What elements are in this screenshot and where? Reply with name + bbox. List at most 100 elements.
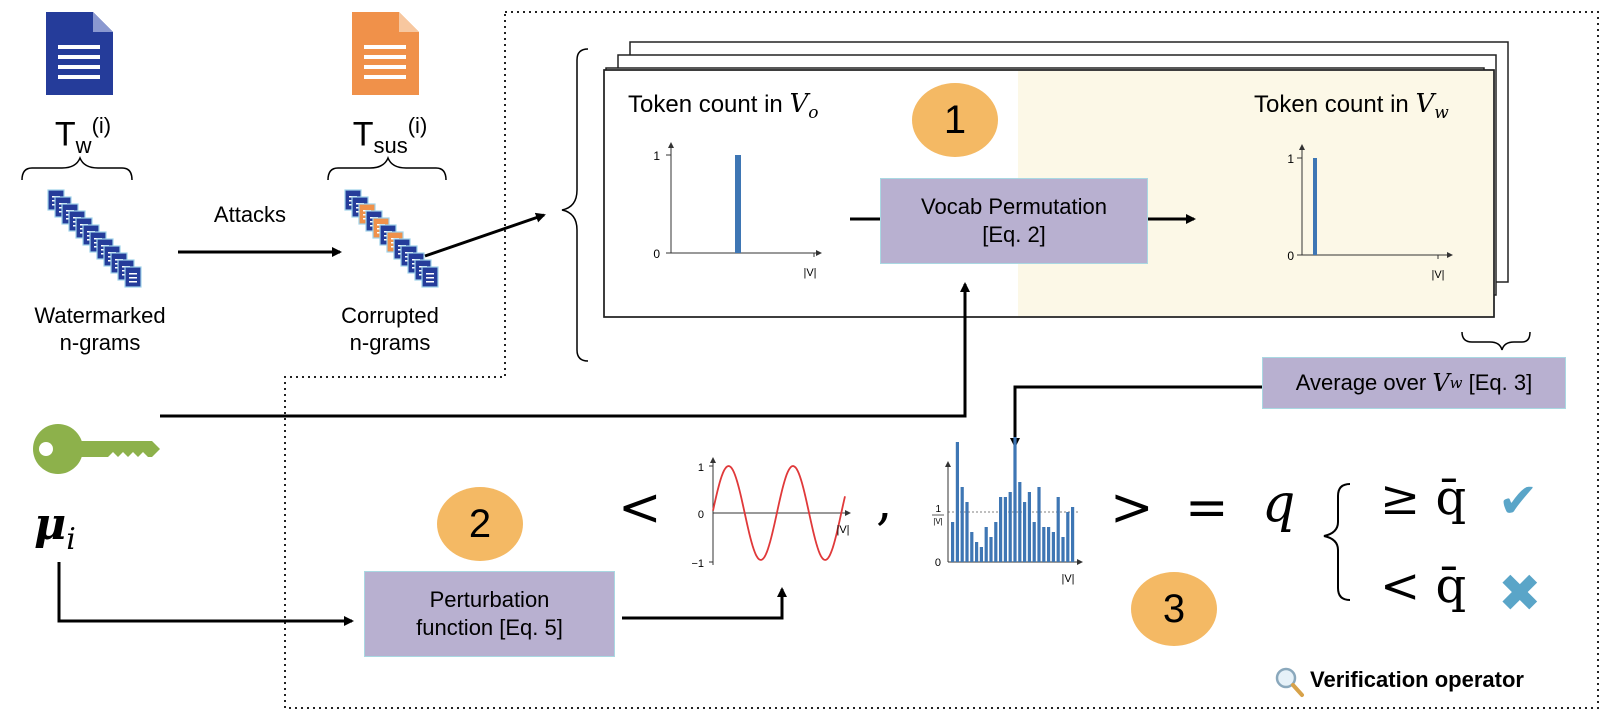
hist-xlabel: |V| [1061, 573, 1074, 585]
mu-subscript: i [66, 521, 76, 557]
hist-bar [1023, 502, 1027, 562]
average-over-text: Average over [1295, 370, 1433, 395]
inner-product-comma: , [876, 472, 893, 532]
vo-ytick-1: 1 [653, 149, 660, 163]
tsus-subscript: sus [373, 133, 408, 159]
brace-tw [21, 155, 133, 181]
ngram-doc-line [129, 277, 137, 279]
hist-bar [1018, 482, 1022, 562]
token-count-vw-title: Token count in Vw [1254, 89, 1494, 128]
hist-bar [1071, 507, 1075, 562]
ngram-doc-line [426, 281, 434, 283]
vocab-permutation-line2: [Eq. 2] [982, 222, 1046, 247]
hist-bar [1061, 537, 1065, 562]
vw-xlabel: |V| [1431, 269, 1444, 281]
vo-subscript: o [808, 102, 819, 123]
token-count-vo-title: Token count in Vo [628, 89, 868, 128]
watermarked-document-icon [46, 12, 113, 95]
magnifier-icon [1275, 667, 1304, 697]
step-1-badge: 1 [912, 83, 998, 157]
verification-region-border [284, 11, 1599, 709]
hist-bar [999, 497, 1003, 562]
hist-bar [960, 487, 964, 562]
inner-product-open: < [618, 478, 662, 538]
accept-check-icon: ✔ [1498, 475, 1539, 528]
sine-ytick-0: 0 [698, 509, 704, 521]
hist-bar [1008, 492, 1012, 562]
mu-i-label: μi [34, 500, 76, 565]
average-eq-text: [Eq. 3] [1462, 370, 1533, 395]
mu-symbol: μ [34, 499, 67, 550]
equals-sign: = [1185, 478, 1229, 538]
ngram-doc-line [426, 273, 434, 275]
watermarked-ngrams-label: Watermarked n-grams [10, 302, 190, 356]
key-to-permutation-arrow [160, 282, 970, 418]
token-count-vw-text: Token count in [1254, 91, 1416, 118]
hist-bar [975, 542, 979, 562]
hist-bar [1042, 527, 1046, 562]
ngram-doc-line [129, 281, 137, 283]
hist-bar [984, 527, 988, 562]
average-vw-subscript: w [1449, 374, 1463, 392]
hist-bar [1047, 527, 1051, 562]
brace-panel-stack [1461, 331, 1531, 351]
watermarked-line1: Watermarked [34, 303, 166, 328]
hist-bar [970, 532, 974, 562]
tsus-superscript: (i) [407, 113, 428, 138]
hist-ytick-v: |V| [933, 517, 943, 526]
hist-bar [1027, 492, 1031, 562]
hist-bar [979, 547, 983, 562]
corrupted-ngram-stack [344, 189, 439, 288]
hist-ytick-1: 1 [935, 504, 941, 515]
vw-histogram: 1 0 |V| [1287, 144, 1453, 281]
step-3-badge: 3 [1131, 572, 1217, 646]
hist-bar [1032, 522, 1036, 562]
mu-to-perturbation-arrow [57, 562, 354, 626]
hist-bar [1056, 497, 1060, 562]
geq-qbar-condition: ≥ q̄ [1380, 470, 1467, 526]
tw-base: T [54, 115, 76, 154]
hist-bar [955, 442, 959, 562]
vocab-permutation-line1: Vocab Permutation [921, 194, 1107, 219]
reject-cross-icon: ✖ [1498, 565, 1542, 623]
panel-front-outline [603, 69, 1495, 318]
secret-key-icon [33, 424, 160, 474]
panel-left-brace [561, 48, 589, 362]
perturbation-function-box: Perturbation function [Eq. 5] [364, 571, 615, 657]
hist-bar [1003, 497, 1007, 562]
perturbation-line2: function [Eq. 5] [416, 615, 563, 640]
hist-bar [1051, 532, 1055, 562]
watermarked-ngram-stack [47, 189, 142, 288]
ngram-doc-line [426, 277, 434, 279]
hist-ytick-0: 0 [935, 557, 941, 569]
sine-xlabel: |V| [836, 524, 849, 536]
vo-histogram: 1 0 |V| [653, 142, 822, 279]
vw-ytick-1: 1 [1287, 152, 1294, 166]
hist-bar [1037, 487, 1041, 562]
tw-subscript: w [75, 133, 92, 159]
hist-bar [1013, 437, 1017, 562]
hist-bar [951, 522, 955, 562]
averaged-histogram-plot: 1 |V| 0 |V| [932, 437, 1083, 585]
verification-operator-label: Verification operator [1310, 667, 1524, 692]
vo-xlabel: |V| [803, 267, 816, 279]
brace-tsus [327, 155, 447, 181]
vo-bar [735, 155, 741, 253]
vo-variable: V [789, 89, 809, 119]
vocab-permutation-box: Vocab Permutation [Eq. 2] [880, 178, 1148, 264]
lt-qbar-condition: < q̄ [1380, 558, 1467, 614]
step-2-badge: 2 [437, 487, 523, 561]
sine-curve [712, 465, 846, 561]
corrupted-line1: Corrupted [341, 303, 439, 328]
vo-ytick-0: 0 [653, 247, 660, 261]
hist-bar [1066, 512, 1070, 562]
perturbation-to-sine-arrow [622, 587, 787, 620]
average-to-histogram-arrow [1010, 385, 1262, 448]
hist-bar [965, 502, 969, 562]
hist-bar [994, 522, 998, 562]
vw-variable: V [1415, 89, 1435, 119]
vw-subscript: w [1434, 102, 1449, 123]
tw-label: Tw(i) [38, 106, 128, 166]
